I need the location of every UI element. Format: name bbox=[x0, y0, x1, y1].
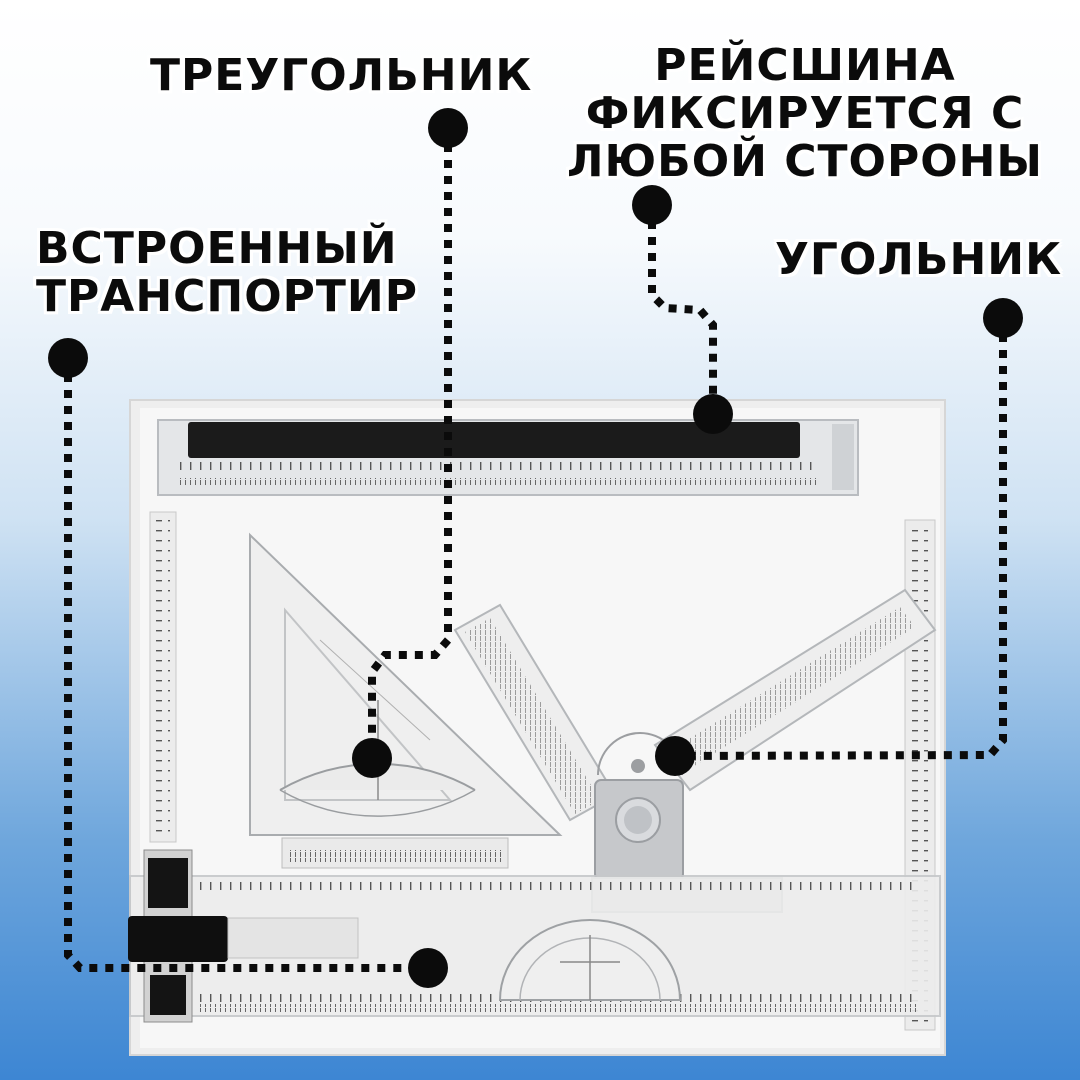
built-in-protractor bbox=[498, 919, 682, 1001]
protractor-label: ВСТРОЕННЫЙ ТРАНСПОРТИР bbox=[36, 225, 436, 321]
top-parallel-rail[interactable] bbox=[157, 419, 859, 496]
triangle-marker-bottom bbox=[352, 738, 392, 778]
square-label-text: УГОЛЬНИК bbox=[775, 234, 1063, 285]
rail-label-line3: ЛЮБОЙ СТОРОНЫ bbox=[566, 136, 1044, 187]
rail-label-line1: РЕЙСШИНА bbox=[654, 40, 956, 91]
rail-marker-top bbox=[632, 185, 672, 225]
triangle-label-text: ТРЕУГОЛЬНИК bbox=[150, 50, 533, 101]
protractor-marker-bottom bbox=[408, 948, 448, 988]
left-side-ruler bbox=[149, 511, 177, 843]
protractor-label-line1: ВСТРОЕННЫЙ bbox=[36, 223, 398, 274]
rail-marker-bottom bbox=[693, 394, 733, 434]
rail-label-line2: ФИКСИРУЕТСЯ С bbox=[585, 88, 1025, 139]
callout-leaders bbox=[64, 128, 1007, 972]
triangle-marker-top bbox=[428, 108, 468, 148]
square-leader-line bbox=[674, 318, 1007, 760]
rail-leader-line bbox=[648, 205, 717, 412]
square-marker-top bbox=[983, 298, 1023, 338]
left-clamp[interactable] bbox=[128, 849, 359, 1023]
callout-markers bbox=[48, 108, 1023, 988]
square-marker-bottom bbox=[655, 736, 695, 776]
rail-label: РЕЙСШИНА ФИКСИРУЕТСЯ С ЛЮБОЙ СТОРОНЫ bbox=[555, 42, 1055, 186]
square-label: УГОЛЬНИК bbox=[775, 236, 1065, 284]
protractor-marker-top bbox=[48, 338, 88, 378]
protractor-label-line2: ТРАНСПОРТИР bbox=[36, 271, 418, 322]
small-ruler bbox=[281, 837, 509, 869]
triangle-label: ТРЕУГОЛЬНИК bbox=[150, 50, 533, 101]
protractor-leader-line bbox=[64, 358, 428, 972]
